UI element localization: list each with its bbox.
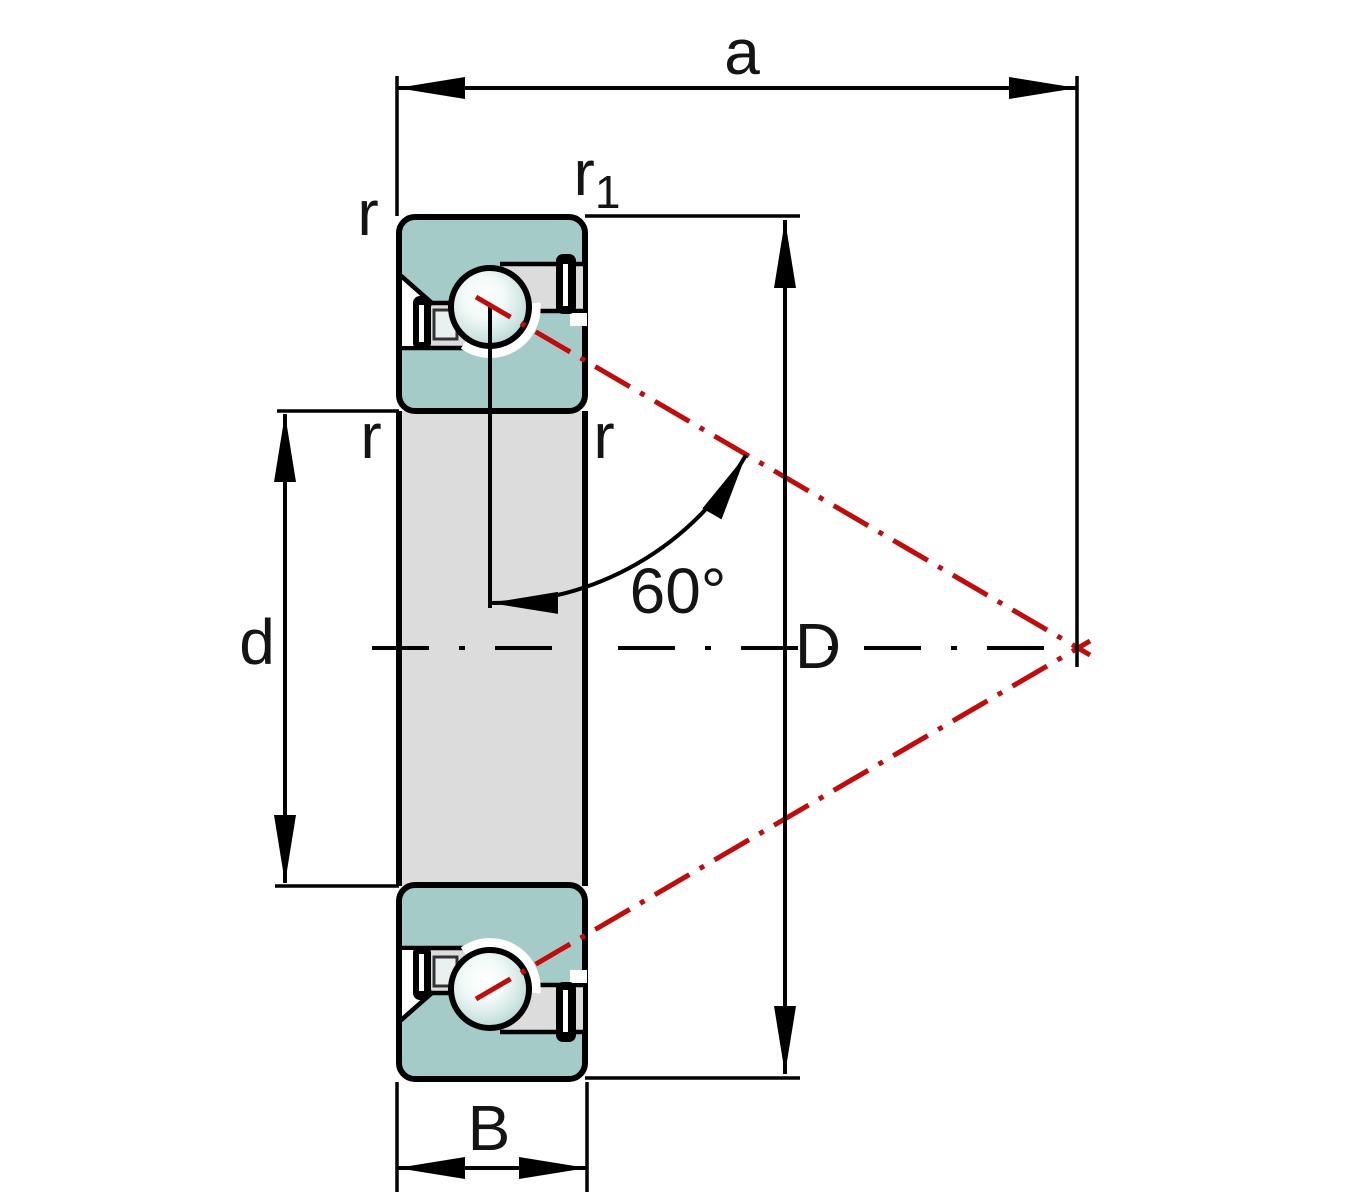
label-dimension-r1: r1 [573, 137, 621, 218]
contact-wedge-bottom [402, 950, 433, 1020]
seal-bottom-right [556, 970, 587, 1042]
bearing-section-bottom [396, 882, 588, 1082]
label-dimension-D: D [794, 610, 842, 682]
label-radius-r-right: r [593, 400, 615, 472]
dim-angle-arc [489, 453, 748, 614]
raceway-gap-bottom [460, 938, 541, 994]
raceway-gap-top [460, 302, 541, 358]
extension-lines [275, 76, 1079, 1192]
label-dimension-a: a [724, 16, 760, 88]
bearing-section-top [396, 214, 588, 608]
seal-bottom-left [413, 946, 431, 1000]
seal-top-right [556, 254, 587, 326]
label-dimension-B: B [467, 1092, 511, 1164]
label-dimension-d: d [239, 606, 275, 678]
contact-wedge-top [402, 276, 433, 346]
seal-top-left [413, 296, 431, 350]
label-contact-angle: 60° [629, 555, 727, 627]
label-radius-r-left: r [360, 400, 382, 472]
label-radius-r-top: r [357, 177, 379, 249]
dimension-lines [274, 76, 1077, 1179]
